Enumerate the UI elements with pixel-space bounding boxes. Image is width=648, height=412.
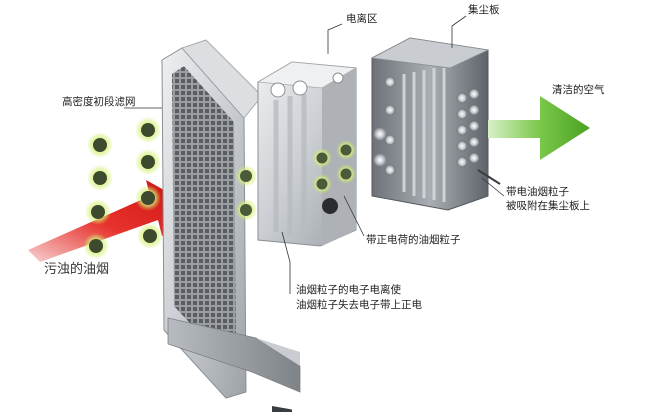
label-adsorbed-line1: 带电油烟粒子 xyxy=(506,186,569,198)
collector-plate-module xyxy=(370,37,501,211)
leader-lines xyxy=(124,15,505,294)
label-ionization-zone: 电离区 xyxy=(346,13,378,25)
label-ionization-explain-line1: 油烟粒子的电子电离使 xyxy=(296,284,401,296)
smoke-particles-incoming xyxy=(83,117,163,259)
label-adsorbed-line2: 被吸附在集尘板上 xyxy=(506,200,590,212)
smoke-particles-filtered xyxy=(235,165,257,221)
label-positively-charged-particles: 带正电荷的油烟粒子 xyxy=(366,234,461,246)
label-collector-plate: 集尘板 xyxy=(468,4,500,16)
label-clean-air: 清洁的空气 xyxy=(552,84,605,96)
label-high-density-filter: 高密度初段滤网 xyxy=(62,96,136,108)
outlet-arrow xyxy=(488,96,590,160)
ionization-module xyxy=(256,61,358,247)
label-dirty-smoke: 污浊的油烟 xyxy=(44,262,110,277)
charged-particles xyxy=(312,127,387,194)
primary-filter-panel xyxy=(161,39,301,412)
label-ionization-explain-line2: 油烟粒子失去电子带上正电 xyxy=(296,299,422,311)
